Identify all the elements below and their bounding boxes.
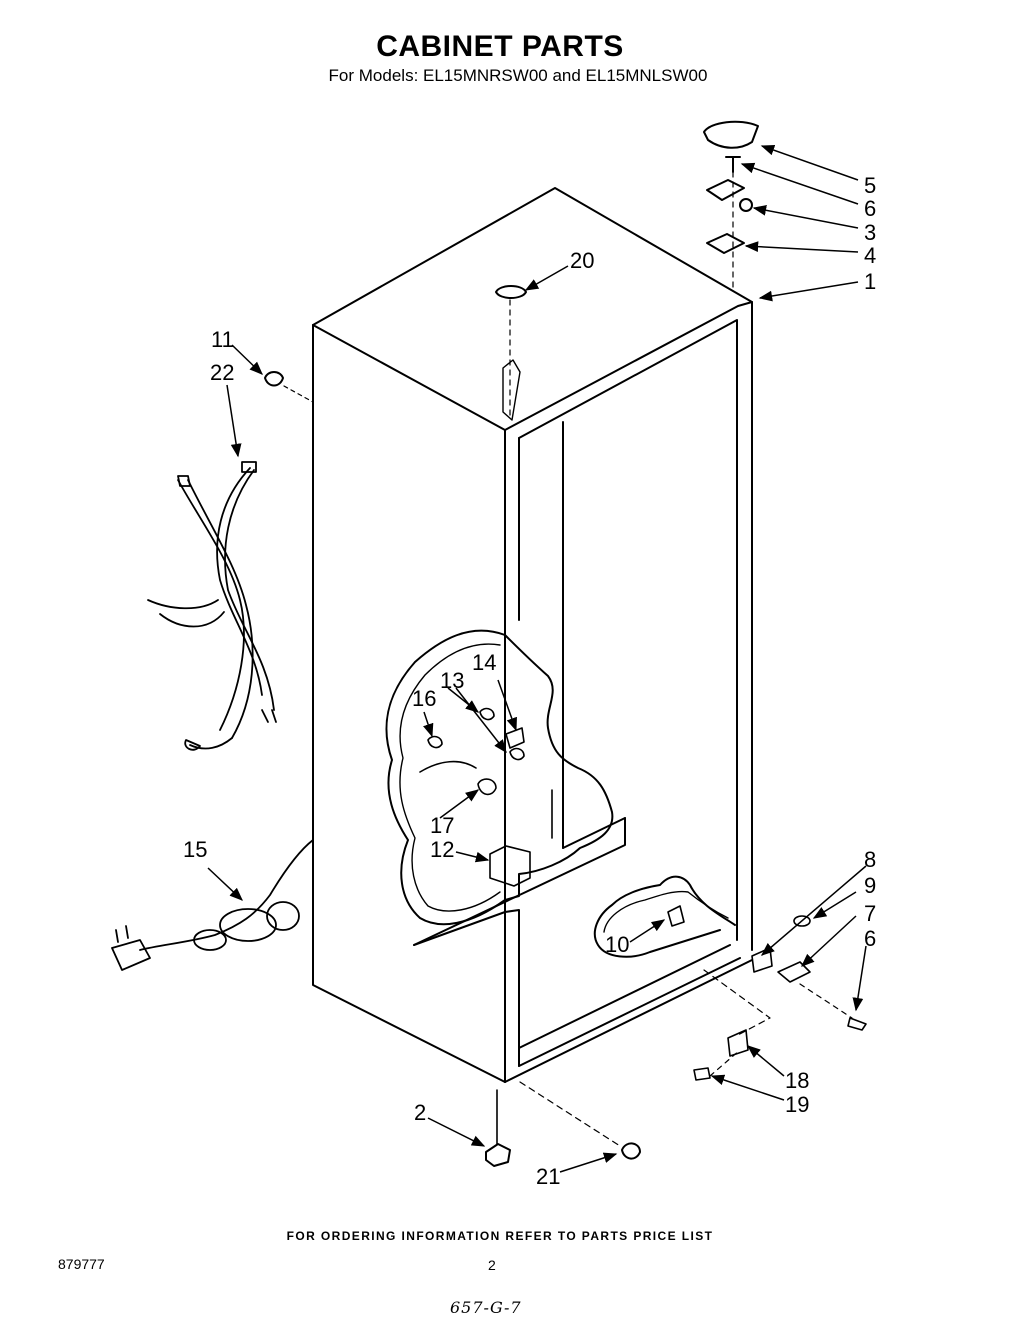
callout-16: 16 (412, 686, 436, 711)
callout-11: 11 (211, 327, 234, 352)
callout-15: 15 (183, 837, 207, 862)
bottom-hinge-assembly (667, 905, 867, 1081)
grommet (264, 371, 284, 387)
ordering-note: FOR ORDERING INFORMATION REFER TO PARTS … (286, 1229, 714, 1243)
callout-6-top: 6 (864, 196, 876, 221)
callout-1: 1 (864, 269, 876, 294)
page-number: 2 (488, 1257, 496, 1273)
callout-18: 18 (785, 1068, 809, 1093)
cutaway-outline-right (593, 875, 736, 958)
callout-17: 17 (430, 813, 454, 838)
callout-21: 21 (536, 1164, 560, 1189)
handwritten-code: 657-G-7 (450, 1298, 522, 1317)
callout-10: 10 (605, 932, 629, 957)
callout-19: 19 (785, 1092, 809, 1117)
callout-8: 8 (864, 847, 876, 872)
callout-14: 14 (472, 650, 496, 675)
top-plug (495, 285, 527, 299)
top-hinge-assembly (703, 120, 759, 291)
document-number: 879777 (58, 1256, 105, 1272)
callout-2: 2 (414, 1100, 426, 1125)
callout-3: 3 (864, 220, 876, 245)
callout-5: 5 (864, 173, 876, 198)
cutaway-outline-left (385, 629, 614, 926)
model-numbers: For Models: EL15MNRSW00 and EL15MNLSW00 (328, 66, 708, 85)
bottom-plug (621, 1142, 641, 1160)
callout-20: 20 (570, 248, 594, 273)
power-cord (111, 839, 314, 971)
page-title: CABINET PARTS (376, 30, 624, 63)
callout-22: 22 (210, 360, 234, 385)
callout-6-bottom: 6 (864, 926, 876, 951)
cabinet-shell (312, 187, 753, 1083)
leveling-leg (485, 1143, 511, 1167)
callout-numbers: 1 2 3 4 5 6 6 7 8 9 10 11 12 13 14 15 16… (183, 173, 876, 1189)
callout-13: 13 (440, 668, 464, 693)
callout-12: 12 (430, 837, 454, 862)
callout-7: 7 (864, 901, 876, 926)
wiring-harness (147, 461, 277, 751)
callout-9: 9 (864, 873, 876, 898)
callout-4: 4 (864, 243, 876, 268)
